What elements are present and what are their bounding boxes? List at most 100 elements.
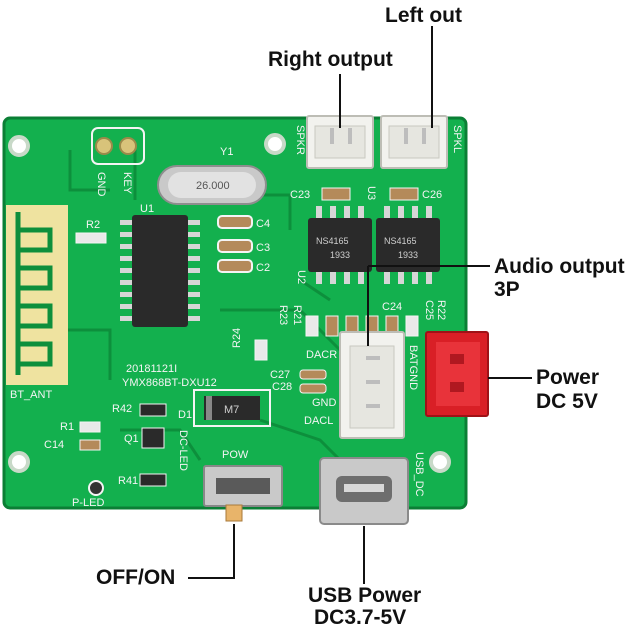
silk-c4: C4 xyxy=(256,218,270,230)
silk-r21: R21 xyxy=(291,305,303,325)
silk-c14: C14 xyxy=(44,439,64,451)
silk-dacl: DACL xyxy=(304,415,333,427)
capacitor-c2 xyxy=(217,259,253,273)
usb-connector-tongue xyxy=(344,484,384,492)
resistor-r24 xyxy=(254,339,268,361)
power-switch-knob[interactable] xyxy=(225,504,243,522)
capacitor-c3 xyxy=(217,239,253,253)
connector-dac-pin-1 xyxy=(366,356,380,360)
silk-model: YMX868BT-DXU12 xyxy=(122,377,217,389)
silk-key: KEY xyxy=(121,172,133,195)
silk-pow: POW xyxy=(222,449,249,461)
callout-power-dc5v: DC 5V xyxy=(536,390,598,413)
capacitor-c14 xyxy=(79,439,101,451)
connector-spkl-inner xyxy=(388,125,440,159)
gnd-pad xyxy=(95,137,113,155)
silk-bt-ant: BT_ANT xyxy=(10,389,52,401)
connector-spkl-pin-2 xyxy=(422,128,426,144)
connector-power-inner xyxy=(436,342,480,406)
mounting-hole-bottom-left xyxy=(8,451,30,473)
silk-dacr: DACR xyxy=(306,349,337,361)
leader-audio-output xyxy=(367,265,490,346)
silk-u3: U3 xyxy=(365,186,377,200)
connector-spkr-inner xyxy=(314,125,366,159)
capacitor-c23 xyxy=(321,187,351,201)
silk-r2: R2 xyxy=(86,219,100,231)
callout-right-output: Right output xyxy=(268,48,393,71)
power-switch-slot xyxy=(216,478,270,494)
mounting-holes xyxy=(8,133,451,473)
callout-audio-output-3p: 3P xyxy=(494,278,520,301)
silk-c27: C27 xyxy=(270,369,290,381)
diode-d1-outline xyxy=(193,389,271,427)
silk-p-led: P-LED xyxy=(72,497,104,509)
connector-dac-pin-3 xyxy=(366,404,380,408)
capacitor-c26 xyxy=(389,187,419,201)
silk-gnd2: GND xyxy=(312,397,337,409)
mounting-hole-bottom-right xyxy=(429,451,451,473)
callout-left-out: Left out xyxy=(385,4,462,27)
silk-r24: R24 xyxy=(231,328,243,348)
silk-r41: R41 xyxy=(118,475,138,487)
connector-spkr-pin-1 xyxy=(330,128,334,144)
crystal-y1-top xyxy=(168,172,256,198)
silk-u1: U1 xyxy=(140,203,154,215)
silk-c3: C3 xyxy=(256,242,270,254)
silk-r22: R22 xyxy=(435,300,447,320)
silk-c25: C25 xyxy=(423,300,435,320)
silk-q1: Q1 xyxy=(124,433,139,445)
silk-c23: C23 xyxy=(290,189,310,201)
callout-off-on: OFF/ON xyxy=(96,566,175,589)
chip-u1-pins xyxy=(120,220,200,321)
silk-gnd: GND xyxy=(95,172,107,197)
resistor-r2 xyxy=(75,232,107,244)
transistor-q1 xyxy=(141,427,165,449)
callout-usb-power: USB Power xyxy=(308,584,421,607)
connector-spkr-pin-2 xyxy=(348,128,352,144)
silk-u2: U2 xyxy=(295,270,307,284)
amp-u3-code: 1933 xyxy=(398,250,418,260)
silk-d1: D1 xyxy=(178,409,192,421)
amp-u3-label: NS4165 xyxy=(384,236,417,246)
connector-power-pin-1 xyxy=(450,354,464,364)
amp-u3-pins xyxy=(384,206,432,284)
connector-spkl-pin-1 xyxy=(404,128,408,144)
key-pad xyxy=(119,137,137,155)
mounting-hole-top-left xyxy=(8,135,30,157)
silk-c24: C24 xyxy=(382,301,402,313)
chip-u1 xyxy=(132,215,188,327)
capacitor-c27 xyxy=(299,369,327,380)
resistor-r1 xyxy=(79,421,101,433)
callout-usb-power-voltage: DC3.7-5V xyxy=(314,606,406,627)
capacitor-c4 xyxy=(217,215,253,229)
callout-audio-output: Audio output xyxy=(494,255,625,278)
silk-r42: R42 xyxy=(112,403,132,415)
diode-marking: M7 xyxy=(224,404,239,416)
amp-u2-code: 1933 xyxy=(330,250,350,260)
silk-spkl: SPKL xyxy=(451,125,463,153)
silk-c28: C28 xyxy=(272,381,292,393)
gnd-key-pad-outline xyxy=(91,127,145,165)
callout-power: Power xyxy=(536,366,599,389)
amp-u2-pins xyxy=(316,206,364,284)
resistor-r41 xyxy=(139,473,167,487)
resistor-r42 xyxy=(139,403,167,417)
silk-y1: Y1 xyxy=(220,146,233,158)
silk-spkr: SPKR xyxy=(294,125,306,155)
p-led-pad xyxy=(88,480,104,496)
amp-chip-u3 xyxy=(376,218,440,272)
silk-date: 20181121I xyxy=(126,363,177,375)
connector-dac-pin-2 xyxy=(366,380,380,384)
silk-r23: R23 xyxy=(277,305,289,325)
crystal-frequency: 26.000 xyxy=(196,180,230,192)
diode-d1-band xyxy=(206,396,212,420)
connector-power-pin-2 xyxy=(450,382,464,392)
silk-dc-led: DC-LED xyxy=(177,430,189,471)
silk-c26: C26 xyxy=(422,189,442,201)
amp-chip-u2 xyxy=(308,218,372,272)
leader-off-on xyxy=(188,524,235,579)
pcb-traces xyxy=(60,150,342,462)
mounting-hole-top-right xyxy=(264,133,286,155)
amp-u2-label: NS4165 xyxy=(316,236,349,246)
